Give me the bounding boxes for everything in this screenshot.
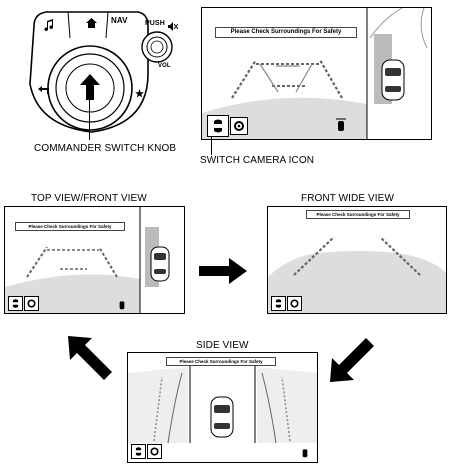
knob-push-arrow-icon[interactable] — [80, 74, 100, 100]
speaker-mute-icon — [168, 18, 179, 31]
car-sensor-icon — [336, 118, 346, 132]
home-icon[interactable] — [86, 15, 97, 28]
back-arrow-icon[interactable] — [38, 82, 49, 94]
star-icon[interactable] — [135, 85, 144, 98]
side-switch-camera-icon[interactable] — [131, 444, 146, 459]
front-wide-view-screen — [267, 206, 447, 314]
flow-arrow-up-left-icon — [68, 336, 114, 382]
switch-camera-icon-label: SWITCH CAMERA ICON — [200, 155, 315, 166]
commander-switch-knob-label: COMMANDER SWITCH KNOB — [34, 143, 177, 154]
front-wide-banner-text: Please Check Surroundings For Safety — [316, 212, 400, 217]
push-label: PUSH — [145, 20, 165, 27]
side-banner: Please Check Surroundings For Safety — [166, 357, 276, 366]
side-view-title: SIDE VIEW — [196, 340, 249, 351]
top-front-banner: Please Check Surroundings For Safety — [15, 222, 125, 231]
flow-arrow-right-icon — [199, 258, 247, 284]
side-gear-icon[interactable] — [147, 444, 162, 459]
switch-leader-line — [211, 136, 212, 155]
vol-label: VOL — [158, 63, 171, 69]
top-front-car-sensor-icon — [118, 297, 126, 310]
nav-button[interactable]: NAV — [111, 16, 128, 25]
side-car-sensor-icon — [301, 445, 309, 458]
commander-switch-panel — [20, 4, 180, 144]
switch-camera-icon[interactable] — [207, 115, 229, 137]
main-banner-text: Please Check Surroundings For Safety — [230, 29, 342, 35]
leader-line — [89, 100, 90, 140]
front-wide-banner: Please Check Surroundings For Safety — [306, 210, 410, 219]
flow-arrow-down-left-icon — [330, 336, 376, 382]
gear-icon[interactable] — [230, 117, 248, 135]
top-front-banner-text: Please Check Surroundings For Safety — [28, 224, 112, 229]
top-front-switch-camera-icon[interactable] — [8, 296, 23, 311]
front-wide-view-title: FRONT WIDE VIEW — [301, 193, 394, 204]
top-front-view-title: TOP VIEW/FRONT VIEW — [31, 193, 147, 204]
main-banner: Please Check Surroundings For Safety — [215, 27, 357, 38]
front-wide-gear-icon[interactable] — [287, 296, 302, 311]
top-front-gear-icon[interactable] — [24, 296, 39, 311]
side-banner-text: Please Check Surroundings For Safety — [179, 359, 263, 364]
front-wide-switch-camera-icon[interactable] — [271, 296, 286, 311]
volume-knob[interactable] — [140, 30, 174, 64]
music-note-icon[interactable] — [44, 18, 54, 32]
